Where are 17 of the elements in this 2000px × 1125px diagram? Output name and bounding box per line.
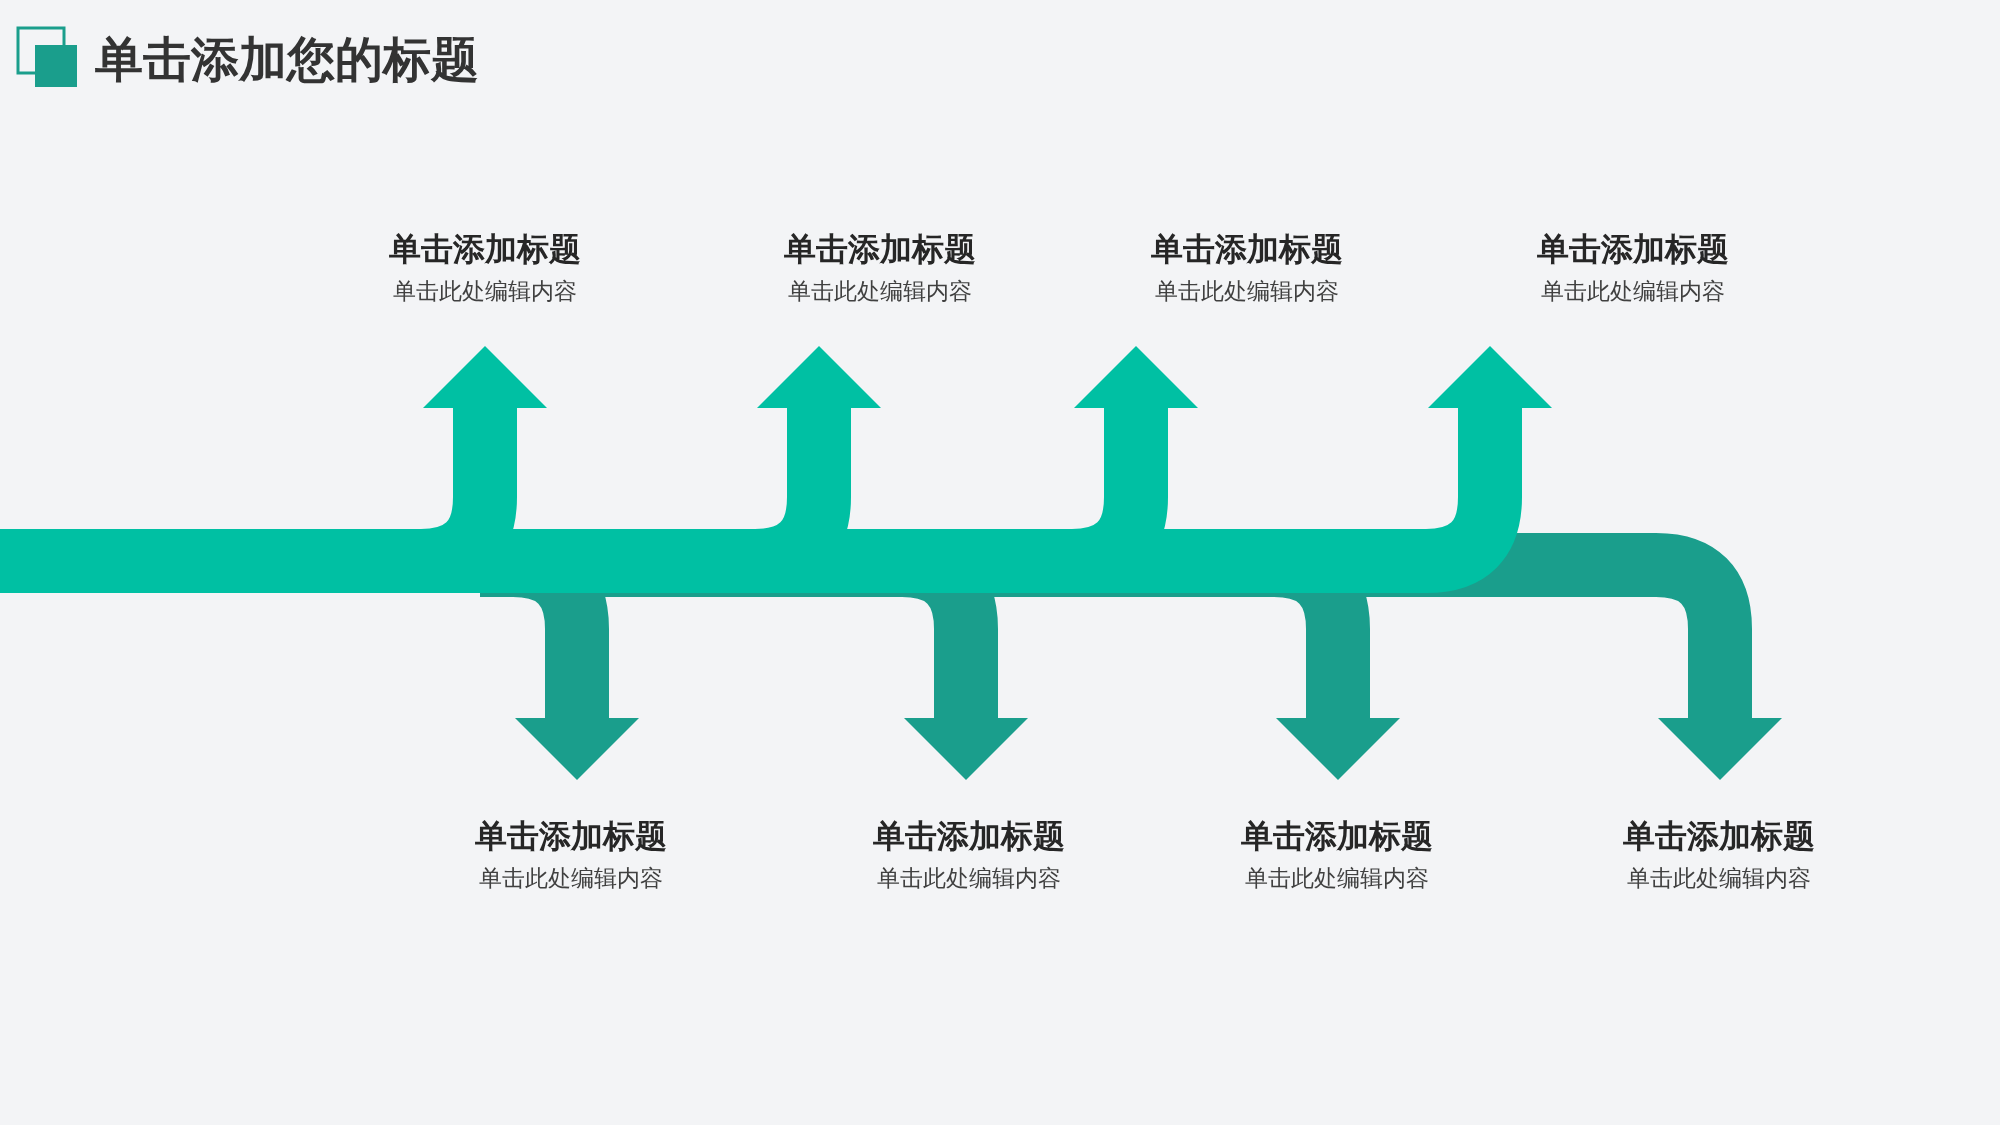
step-heading: 单击添加标题: [1151, 229, 1343, 270]
step-heading: 单击添加标题: [389, 229, 581, 270]
page-title: 单击添加您的标题: [95, 30, 479, 89]
step-heading: 单击添加标题: [784, 229, 976, 270]
step-text: 单击此处编辑内容: [1541, 277, 1725, 306]
step-text: 单击此处编辑内容: [788, 277, 972, 306]
step-heading: 单击添加标题: [1623, 816, 1815, 857]
step-text: 单击此处编辑内容: [479, 864, 663, 893]
step-heading: 单击添加标题: [1537, 229, 1729, 270]
step-heading: 单击添加标题: [475, 816, 667, 857]
step-text: 单击此处编辑内容: [877, 864, 1061, 893]
step-text: 单击此处编辑内容: [393, 277, 577, 306]
step-heading: 单击添加标题: [1241, 816, 1433, 857]
step-text: 单击此处编辑内容: [1155, 277, 1339, 306]
step-text: 单击此处编辑内容: [1627, 864, 1811, 893]
step-heading: 单击添加标题: [873, 816, 1065, 857]
step-text: 单击此处编辑内容: [1245, 864, 1429, 893]
